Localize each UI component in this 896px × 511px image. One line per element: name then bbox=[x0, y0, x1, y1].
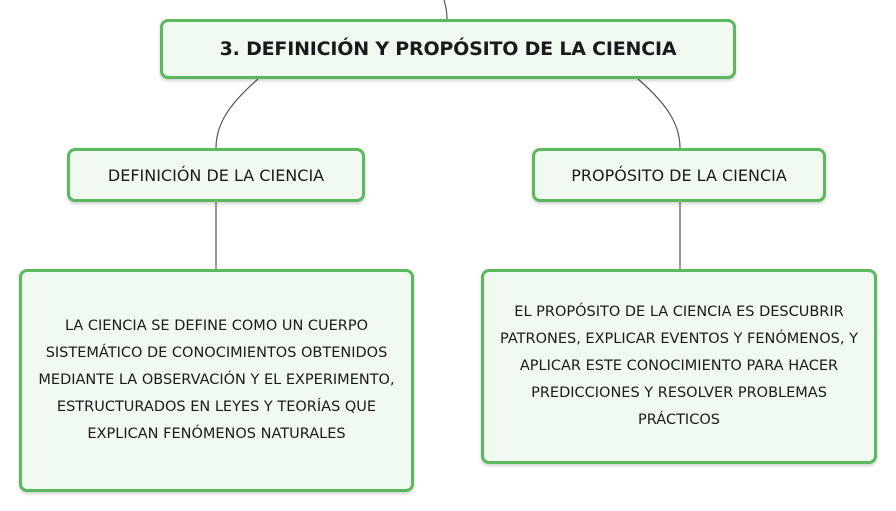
central-topic-node[interactable]: 3. DEFINICIÓN Y PROPÓSITO DE LA CIENCIA bbox=[160, 19, 736, 79]
proposito-detail-node[interactable]: EL PROPÓSITO DE LA CIENCIA ES DESCUBRIR … bbox=[481, 269, 877, 464]
definicion-topic-label: DEFINICIÓN DE LA CIENCIA bbox=[107, 165, 325, 185]
central-topic-label: 3. DEFINICIÓN Y PROPÓSITO DE LA CIENCIA bbox=[219, 38, 677, 60]
proposito-topic-node[interactable]: PROPÓSITO DE LA CIENCIA bbox=[532, 148, 826, 202]
connector-title-to-proposito bbox=[637, 78, 681, 149]
proposito-topic-label: PROPÓSITO DE LA CIENCIA bbox=[571, 165, 787, 185]
proposito-detail-text: EL PROPÓSITO DE LA CIENCIA ES DESCUBRIR … bbox=[500, 304, 858, 428]
connector-title-to-definicion bbox=[215, 78, 259, 149]
definicion-detail-text: LA CIENCIA SE DEFINE COMO UN CUERPO SIST… bbox=[38, 318, 395, 442]
definicion-topic-node[interactable]: DEFINICIÓN DE LA CIENCIA bbox=[67, 148, 365, 202]
connector-parent-to-title bbox=[443, 0, 448, 20]
definicion-detail-node[interactable]: LA CIENCIA SE DEFINE COMO UN CUERPO SIST… bbox=[19, 269, 414, 492]
